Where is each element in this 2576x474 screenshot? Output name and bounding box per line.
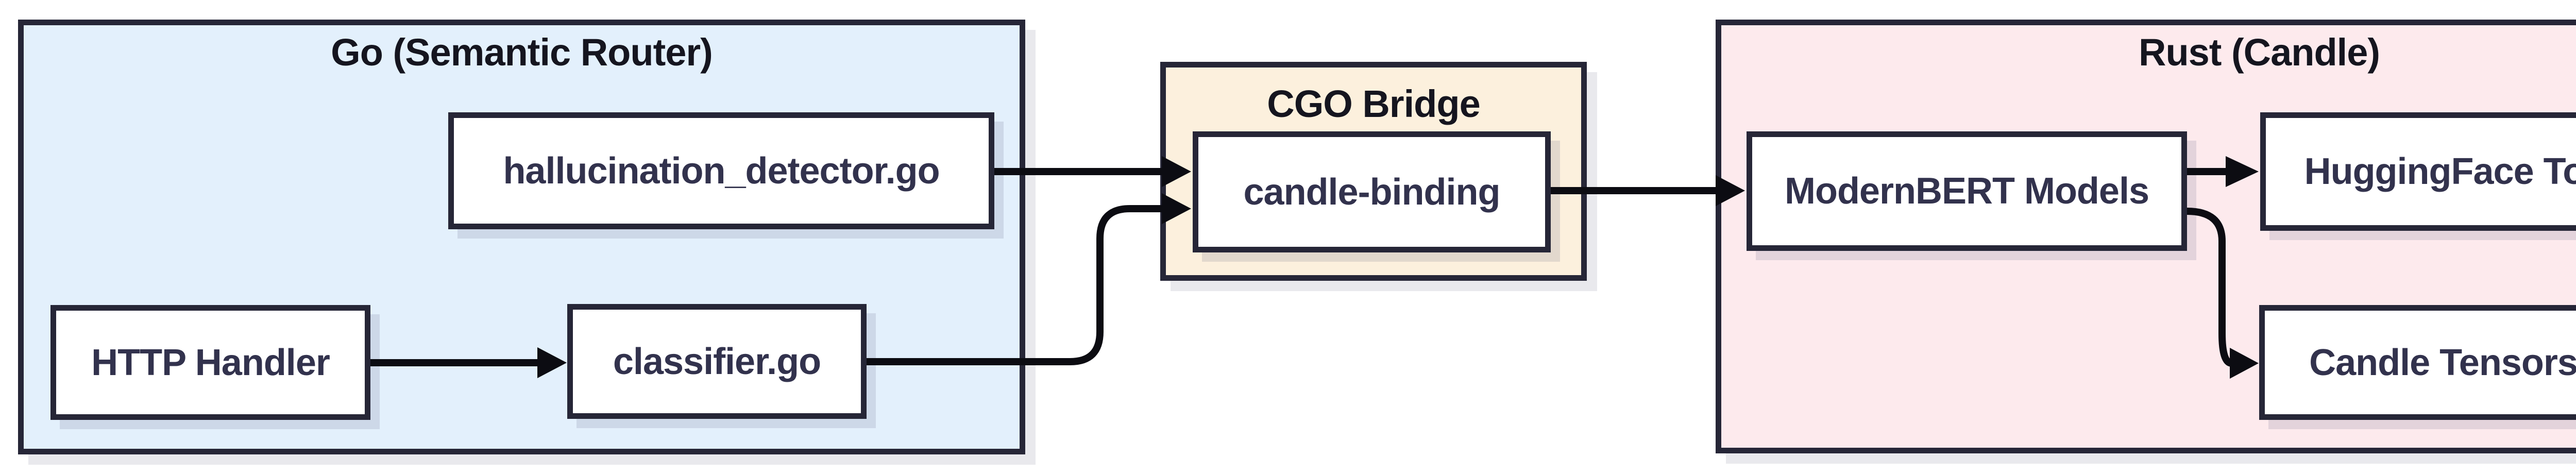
- node-candle-binding: candle-binding: [1193, 131, 1551, 252]
- node-hallucination-detector-go: hallucination_detector.go: [448, 112, 994, 229]
- node-classifier-go-label: classifier.go: [613, 341, 821, 382]
- node-huggingface-tokenizers: HuggingFace Tokenizers: [2260, 112, 2576, 231]
- container-rust-title: Rust (Candle): [2139, 31, 2380, 74]
- container-go-title: Go (Semantic Router): [331, 31, 713, 74]
- node-candle-tensors: Candle Tensors: [2259, 305, 2576, 420]
- node-huggingface-tokenizers-label: HuggingFace Tokenizers: [2304, 151, 2576, 192]
- node-candle-binding-label: candle-binding: [1243, 171, 1501, 213]
- container-cgo-title: CGO Bridge: [1267, 82, 1480, 125]
- node-http-handler: HTTP Handler: [50, 305, 370, 420]
- node-http-handler-label: HTTP Handler: [91, 342, 330, 383]
- node-modernbert-models-label: ModernBERT Models: [1784, 171, 2149, 212]
- node-hallucination-detector-go-label: hallucination_detector.go: [503, 150, 940, 192]
- node-modernbert-models: ModernBERT Models: [1747, 131, 2187, 251]
- node-classifier-go: classifier.go: [567, 304, 867, 419]
- node-candle-tensors-label: Candle Tensors: [2309, 342, 2576, 383]
